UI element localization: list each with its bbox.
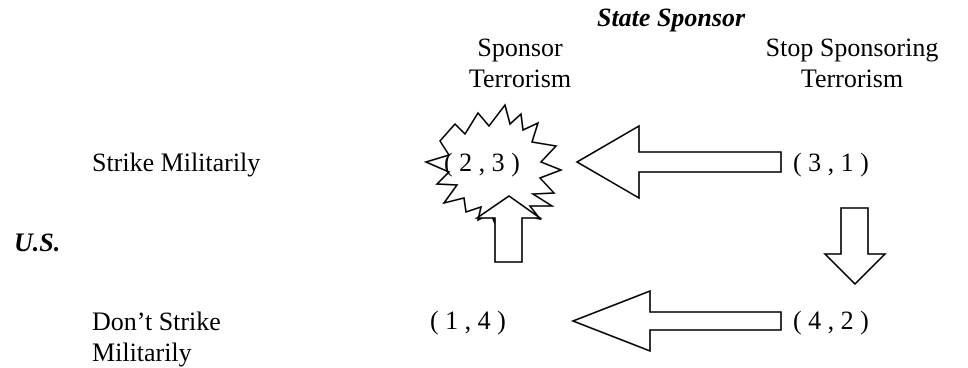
payoff-nostrike-stop: ( 4 , 2 ): [793, 306, 869, 335]
payoff-strike-stop: ( 3 , 1 ): [793, 148, 869, 177]
column-strategy-stop-line1: Stop Sponsoring: [765, 33, 939, 62]
column-strategy-sponsor: Sponsor Terrorism: [430, 32, 610, 94]
column-strategy-sponsor-line2: Terrorism: [468, 64, 572, 93]
equilibrium-burst: [423, 103, 564, 233]
row-strategy-nostrike-line2: Militarily: [92, 338, 192, 367]
row-player-label: U.S.: [14, 228, 61, 257]
column-player-label: State Sponsor: [597, 3, 746, 32]
payoff-nostrike-sponsor: ( 1 , 4 ): [430, 306, 506, 335]
column-strategy-sponsor-line1: Sponsor: [477, 33, 563, 62]
arrow-sponsor-up: [474, 195, 543, 263]
column-strategy-stop: Stop Sponsoring Terrorism: [736, 32, 968, 94]
arrow-strike-left: [575, 124, 782, 200]
row-strategy-strike: Strike Militarily: [92, 148, 261, 177]
arrow-nostrike-left: [570, 289, 782, 353]
column-strategy-stop-line2: Terrorism: [800, 64, 904, 93]
arrow-stop-down: [823, 207, 887, 286]
row-strategy-nostrike-line1: Don’t Strike: [92, 307, 221, 336]
payoff-strike-sponsor: ( 2 , 3 ): [444, 148, 520, 177]
row-strategy-nostrike: Don’t Strike Militarily: [92, 306, 221, 368]
